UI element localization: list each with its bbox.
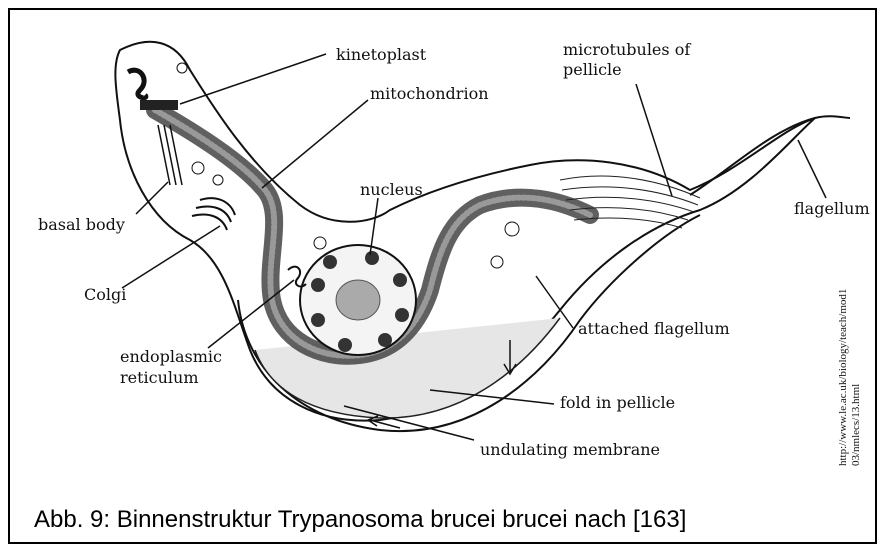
label-basal-body: basal body	[38, 215, 125, 234]
label-microtubules-1: microtubules of	[563, 40, 691, 59]
figure-caption: Abb. 9: Binnenstruktur Trypanosoma bruce…	[34, 506, 686, 534]
kinetoplast-body	[140, 100, 178, 110]
label-er-2: reticulum	[120, 368, 199, 387]
label-microtubules-2: pellicle	[563, 60, 622, 79]
source-url-line2: 03/nmlecs/13.html	[850, 384, 862, 466]
label-nucleus: nucleus	[360, 180, 423, 199]
source-url: http://www.le.ac.uk/biology/teach/mod1 0…	[837, 289, 862, 466]
label-flagellum: flagellum	[794, 199, 870, 218]
label-mitochondrion: mitochondrion	[370, 84, 489, 103]
label-er-1: endoplasmic	[120, 347, 222, 366]
label-fold-in-pellicle: fold in pellicle	[560, 393, 675, 412]
nucleus	[300, 245, 416, 355]
label-kinetoplast: kinetoplast	[336, 45, 427, 64]
label-attached-flagellum: attached flagellum	[578, 319, 730, 338]
source-url-line1: http://www.le.ac.uk/biology/teach/mod1	[837, 289, 849, 466]
label-golgi: Colgi	[84, 285, 126, 304]
label-undulating-membrane: undulating membrane	[480, 440, 660, 459]
